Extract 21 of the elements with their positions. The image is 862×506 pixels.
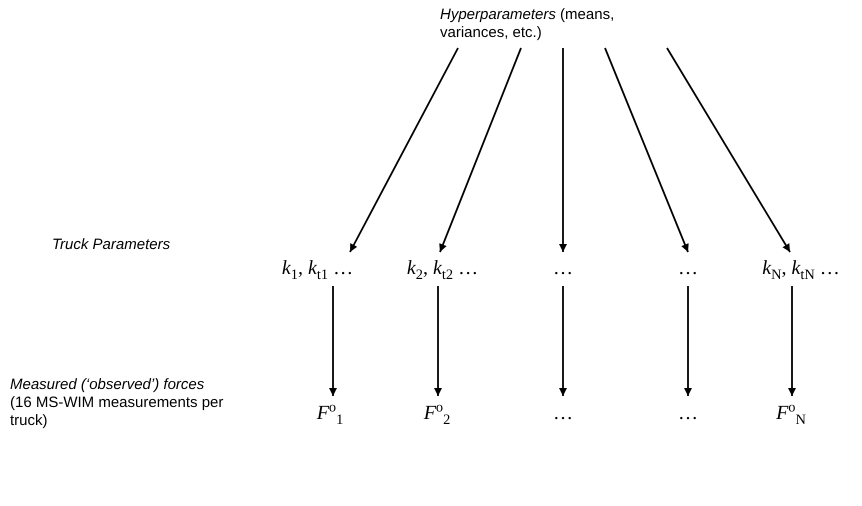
arrow: [666, 48, 791, 252]
arrow: [349, 48, 459, 252]
arrow: [559, 286, 567, 396]
arrow: [434, 286, 442, 396]
truck-parameter-text: k$_{N}$, k$_{tN}$ …: [745, 254, 857, 282]
row-label: Truck Parameters: [52, 236, 172, 254]
arrow: [684, 286, 692, 396]
arrow: [604, 48, 689, 252]
row-label: Measured (‘observed’) forces: [10, 376, 206, 394]
arrow: [788, 286, 796, 396]
force-text: …: [545, 398, 581, 428]
row-label: (16 MS-WIM measurements per truck): [10, 394, 224, 430]
arrow: [329, 286, 337, 396]
truck-parameter-text: k$_{1}$, k$_{t1}$ …: [265, 254, 370, 282]
force-text: …: [670, 398, 706, 428]
truck-parameter-text: k$_{2}$, k$_{t2}$ …: [390, 254, 495, 282]
truck-parameter-text: …: [545, 254, 581, 282]
arrow: [439, 48, 522, 252]
arrow: [559, 48, 567, 252]
truck-parameter-text: …: [670, 254, 706, 282]
hyperparameter-text: Hyperparameters (means, variances, etc.): [440, 4, 680, 44]
